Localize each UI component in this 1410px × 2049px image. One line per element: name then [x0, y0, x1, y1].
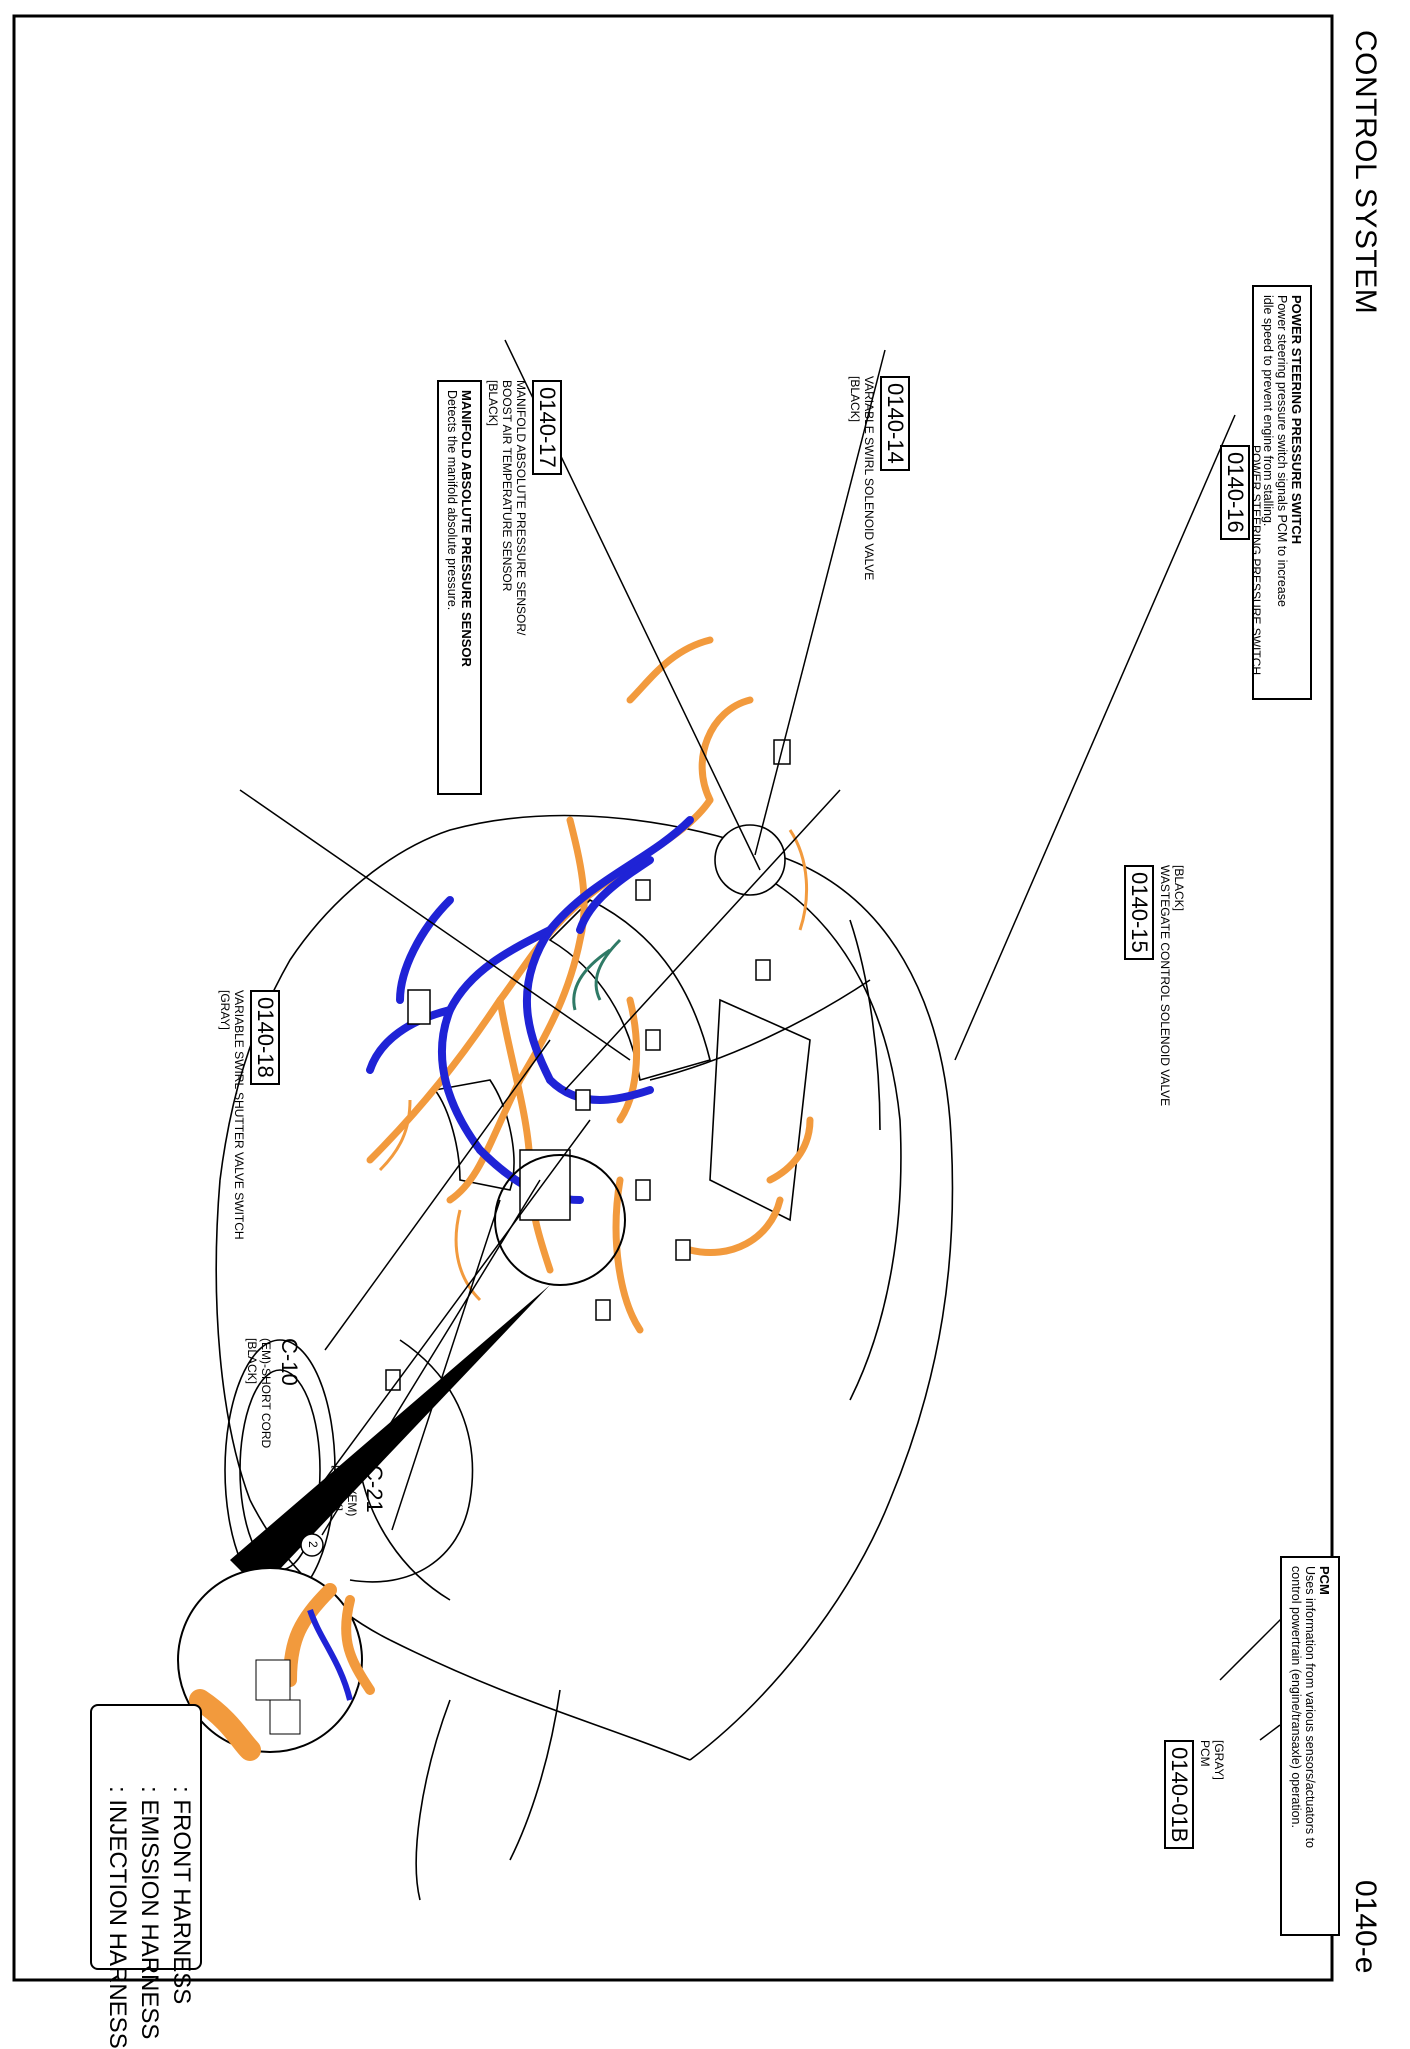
emission-harness-wires: [366, 816, 694, 1204]
ps-switch-description-text: Power steering pressure switch signals P…: [1260, 295, 1289, 607]
legend-injection-harness: : INJECTION HARNESS: [104, 1786, 131, 2049]
c10-label: (EM)-SHORT CORD [BLACK]: [245, 1338, 273, 1449]
car-body-outline: [215, 814, 954, 1901]
connector-c: [635, 879, 651, 901]
c21-code: C-21: [362, 1465, 387, 1513]
c21-label: (FJ)-(EM) [BLACK]: [331, 1465, 359, 1517]
connectors: [385, 739, 791, 1391]
swirl-shutter-label: VARIABLE SWIRL SHUTTER VALVE SWITCH [GRA…: [218, 990, 246, 1240]
connector-g: [755, 959, 771, 981]
connector-i: [595, 1299, 611, 1321]
connector-h: [675, 1239, 691, 1261]
c10-code: C-10: [277, 1338, 302, 1386]
wastegate-code: 0140-15: [1124, 865, 1154, 960]
wiring-diagram: [12, 14, 1334, 1982]
connector-j: [385, 1369, 401, 1391]
map-sensor-description-box: MANIFOLD ABSOLUTE PRESSURE SENSOR Detect…: [436, 380, 482, 795]
ps-switch-description-heading: POWER STEERING PRESSURE SWITCH: [1289, 295, 1304, 545]
map-sensor-detail-circle: [714, 824, 786, 896]
map-sensor-code: 0140-17: [532, 380, 562, 475]
map-sensor-label: MANIFOLD ABSOLUTE PRESSURE SENSOR/ BOOST…: [486, 380, 528, 636]
connector-marker-label: 2: [306, 1541, 320, 1548]
magnifier-wedge: [230, 1285, 550, 1590]
pcm-label: [GRAY] PCM: [1198, 1740, 1226, 1780]
pcm-description-box: PCM Uses information from various sensor…: [1280, 1556, 1340, 1936]
injection-harness-wires: [572, 938, 622, 1011]
page-title: CONTROL SYSTEM: [1349, 30, 1382, 315]
front-harness-thin: [378, 829, 808, 1302]
wastegate-label: [BLACK] WASTEGATE CONTROL SOLENOID VALVE: [1158, 865, 1186, 1107]
legend-front-harness: : FRONT HARNESS: [168, 1786, 195, 2005]
pcm-detail-circle: [494, 1154, 626, 1286]
sheet-border: [12, 14, 1334, 1982]
swirl-solenoid-code: 0140-14: [880, 376, 910, 471]
diagram-page: CONTROL SYSTEM 0140-e POWER STEERING PRE…: [12, 14, 1382, 2049]
ps-switch-label: POWER STEERING PRESSURE SWITCH: [1249, 445, 1263, 676]
ps-switch-code: 0140-16: [1220, 445, 1250, 540]
rotated-sheet: CONTROL SYSTEM 0140-e POWER STEERING PRE…: [12, 14, 1382, 2049]
map-sensor-description-heading: MANIFOLD ABSOLUTE PRESSURE SENSOR: [459, 390, 474, 667]
connector-a: [407, 989, 431, 1025]
swirl-shutter-code: 0140-18: [250, 990, 280, 1085]
map-sensor-description-text: Detects the manifold absolute pressure.: [445, 390, 459, 611]
leader-lines: [239, 339, 1291, 1741]
pcm-code: 0140-01B: [1164, 1740, 1194, 1850]
legend-emission-harness: : EMISSION HARNESS: [136, 1786, 163, 2040]
connector-marker-circle: [300, 1533, 324, 1557]
pcm-module: [519, 1149, 571, 1221]
connector-e: [575, 1089, 591, 1111]
pcm-zoom-detail: [189, 1583, 375, 1761]
pcm-description-heading: PCM: [1317, 1566, 1332, 1595]
pcm-description-text: Uses information from various sensors/ac…: [1288, 1566, 1317, 1849]
connector-d: [645, 1029, 661, 1051]
page-code: 0140-e: [1349, 1880, 1382, 1974]
swirl-solenoid-label: VARIABLE SWIRL SOLENOID VALVE [BLACK]: [848, 376, 876, 581]
connector-f: [635, 1179, 651, 1201]
